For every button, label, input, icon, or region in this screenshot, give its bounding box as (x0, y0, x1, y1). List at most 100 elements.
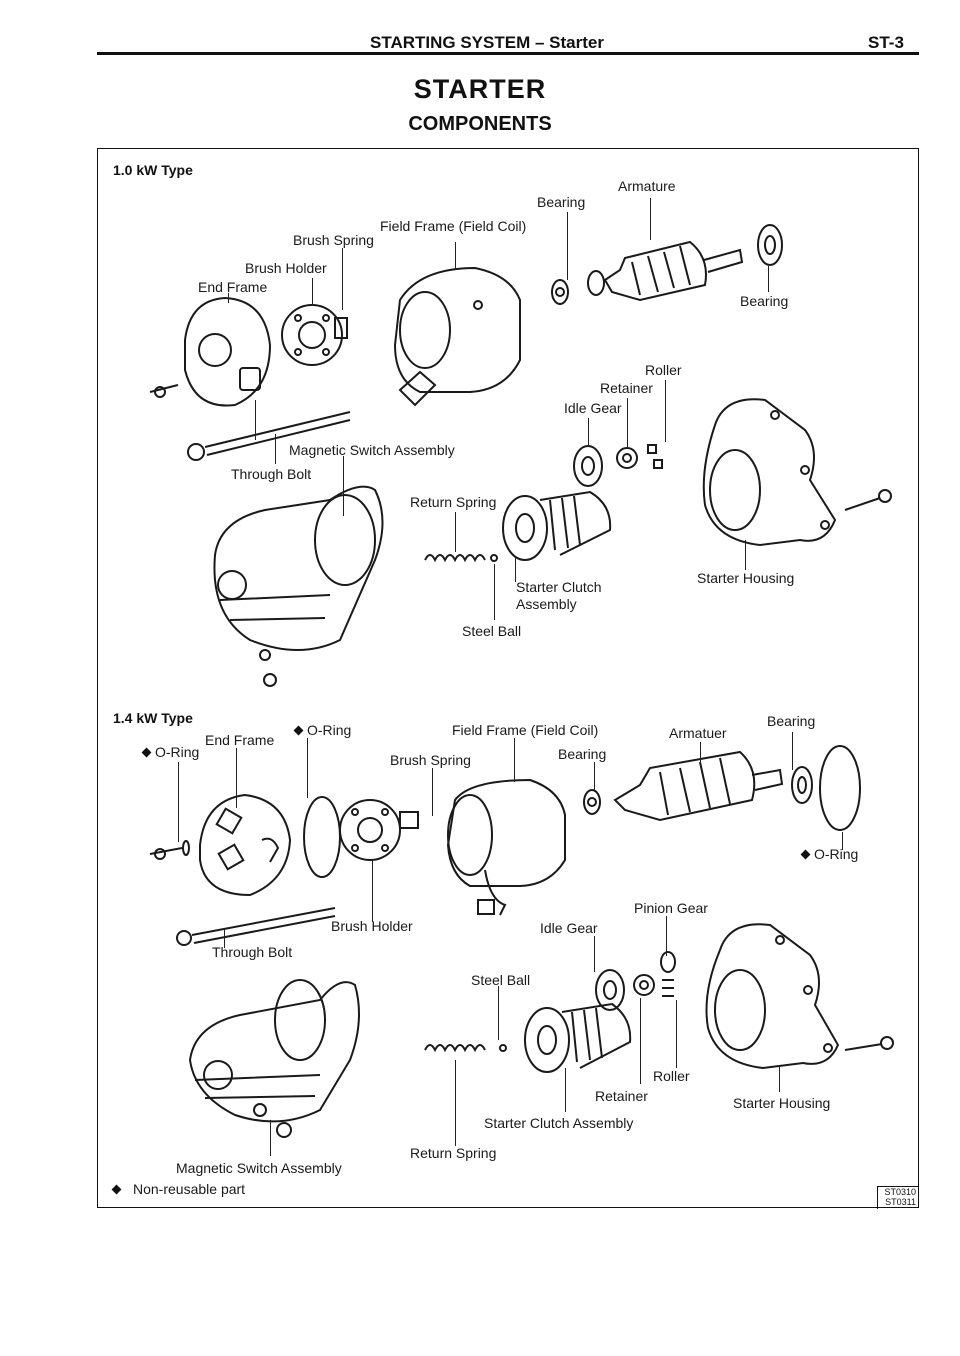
starter-housing-2-drawing (705, 923, 894, 1070)
label-starter-housing-2: Starter Housing (733, 1095, 831, 1111)
label-idle-gear-2: Idle Gear (540, 920, 598, 936)
label-field-frame-2: Field Frame (Field Coil) (452, 722, 599, 738)
leader-starter-clutch-1 (515, 558, 517, 582)
return-spring-2-drawing (424, 1044, 507, 1053)
armature-1-drawing (551, 224, 783, 305)
brush-holder-2-drawing (339, 799, 419, 861)
label-text: O-Ring (155, 744, 200, 760)
leader-field-frame-2 (514, 738, 516, 782)
field-frame-1-drawing (393, 266, 521, 407)
leader-retainer-2 (640, 998, 642, 1084)
label-idle-gear-1: Idle Gear (564, 400, 622, 416)
magnetic-switch-1-drawing (213, 485, 384, 687)
figure-code-1: ST0310 (884, 1187, 916, 1197)
label-armatuer-2: Armatuer (669, 725, 727, 741)
leader-end-frame-2 (236, 748, 238, 808)
label-retainer-1: Retainer (600, 380, 653, 396)
leader-bearing-mid-2 (594, 762, 596, 792)
label-through-bolt-1: Through Bolt (231, 466, 312, 482)
figure-code-2: ST0311 (885, 1197, 916, 1207)
header-page-number: ST-3 (868, 33, 904, 52)
header-rule (97, 52, 919, 55)
through-bolt-1-drawing (187, 411, 351, 461)
label-brush-spring-1: Brush Spring (293, 232, 374, 248)
leader-roller-1 (665, 380, 667, 442)
label-text: O-Ring (307, 722, 352, 738)
label-roller-1: Roller (645, 362, 682, 378)
starter-clutch-1-drawing (502, 490, 612, 561)
leader-through-bolt-2 (224, 928, 226, 948)
idle-gear-2-drawing (595, 951, 676, 1011)
leader-starter-clutch-2 (565, 1068, 567, 1112)
leader-field-frame-1 (455, 242, 457, 270)
label-oring-top-2: O-Ring (293, 722, 352, 738)
label-bearing-mid-2: Bearing (558, 746, 607, 762)
label-magnetic-switch-1: Magnetic Switch Assembly (289, 442, 455, 458)
return-spring-1-drawing (424, 554, 498, 563)
label-return-spring-1: Return Spring (410, 494, 497, 510)
leader-through-bolt-1 (343, 456, 345, 516)
label-starter-housing-1: Starter Housing (697, 570, 795, 586)
through-bolt-2-drawing (176, 907, 336, 946)
header-section-title: STARTING SYSTEM – Starter (370, 33, 604, 52)
label-end-frame-1: End Frame (198, 279, 268, 295)
leader-oring-left-2 (178, 762, 180, 842)
label-bearing-right-1: Bearing (740, 293, 789, 309)
non-reusable-marker-icon (800, 849, 811, 860)
page-subtitle: COMPONENTS (408, 113, 552, 135)
label-pinion-gear-2: Pinion Gear (634, 900, 708, 916)
label-oring-left-2: O-Ring (141, 744, 200, 760)
leader-return-spring-2 (455, 1060, 457, 1146)
end-frame-2-drawing (149, 793, 292, 897)
leader-idle-gear-1 (588, 418, 590, 446)
label-bearing-right-2: Bearing (767, 713, 816, 729)
leader-brush-spring-2 (432, 768, 434, 816)
leader-oring-right-2 (842, 832, 844, 850)
leader-steel-ball-2 (498, 986, 500, 1040)
leader-roller-2 (676, 1000, 678, 1068)
idle-gear-1-drawing (573, 444, 663, 487)
leader-brush-holder-1 (312, 278, 314, 306)
leader-steel-ball-1 (494, 564, 496, 620)
label-armature-1: Armature (618, 178, 676, 194)
label-magnetic-switch-2: Magnetic Switch Assembly (176, 1160, 342, 1176)
brush-holder-1-drawing (281, 304, 348, 366)
leader-oring-top-2 (307, 738, 309, 798)
leader-bearing-right-2 (792, 732, 794, 770)
armature-2-drawing (583, 750, 813, 822)
diagram-frame (97, 148, 919, 1208)
label-starter-clutch-assembly-1: Assembly (516, 596, 577, 612)
label-brush-spring-2: Brush Spring (390, 752, 471, 768)
label-starter-clutch-2: Starter Clutch Assembly (484, 1115, 634, 1131)
label-text: O-Ring (814, 846, 859, 862)
leader-idle-gear-2 (594, 936, 596, 972)
leader-magnetic-switch-1 (275, 434, 277, 464)
label-brush-holder-2: Brush Holder (331, 918, 413, 934)
label-field-frame-1: Field Frame (Field Coil) (380, 218, 527, 234)
field-frame-2-drawing (446, 778, 566, 916)
label-steel-ball-2: Steel Ball (471, 972, 531, 988)
leader-pinion-gear-2 (666, 916, 668, 956)
label-end-frame-2: End Frame (205, 732, 275, 748)
legend: Non-reusable part (111, 1181, 246, 1197)
starter-housing-1-drawing (702, 398, 892, 547)
leader-bearing-top-1 (567, 212, 569, 280)
leader-end-frame-bolt-1 (255, 400, 257, 440)
label-through-bolt-2: Through Bolt (212, 944, 293, 960)
page-title: STARTER (413, 74, 547, 104)
label-starter-clutch-1: Starter Clutch (516, 579, 602, 595)
end-frame-1-drawing (149, 296, 272, 407)
leader-magnetic-switch-2 (270, 1120, 272, 1156)
legend-text: Non-reusable part (133, 1181, 246, 1197)
non-reusable-marker-icon (111, 1184, 122, 1195)
leader-armature-1 (650, 198, 652, 240)
leader-brush-holder-2 (372, 860, 374, 922)
leader-starter-housing-1 (745, 540, 747, 570)
starter-clutch-2-drawing (524, 1002, 632, 1073)
type-heading-1: 1.0 kW Type (113, 162, 193, 178)
type-heading-2: 1.4 kW Type (113, 710, 193, 726)
leader-end-frame-1 (228, 293, 230, 303)
figure-code-box (877, 1186, 918, 1209)
